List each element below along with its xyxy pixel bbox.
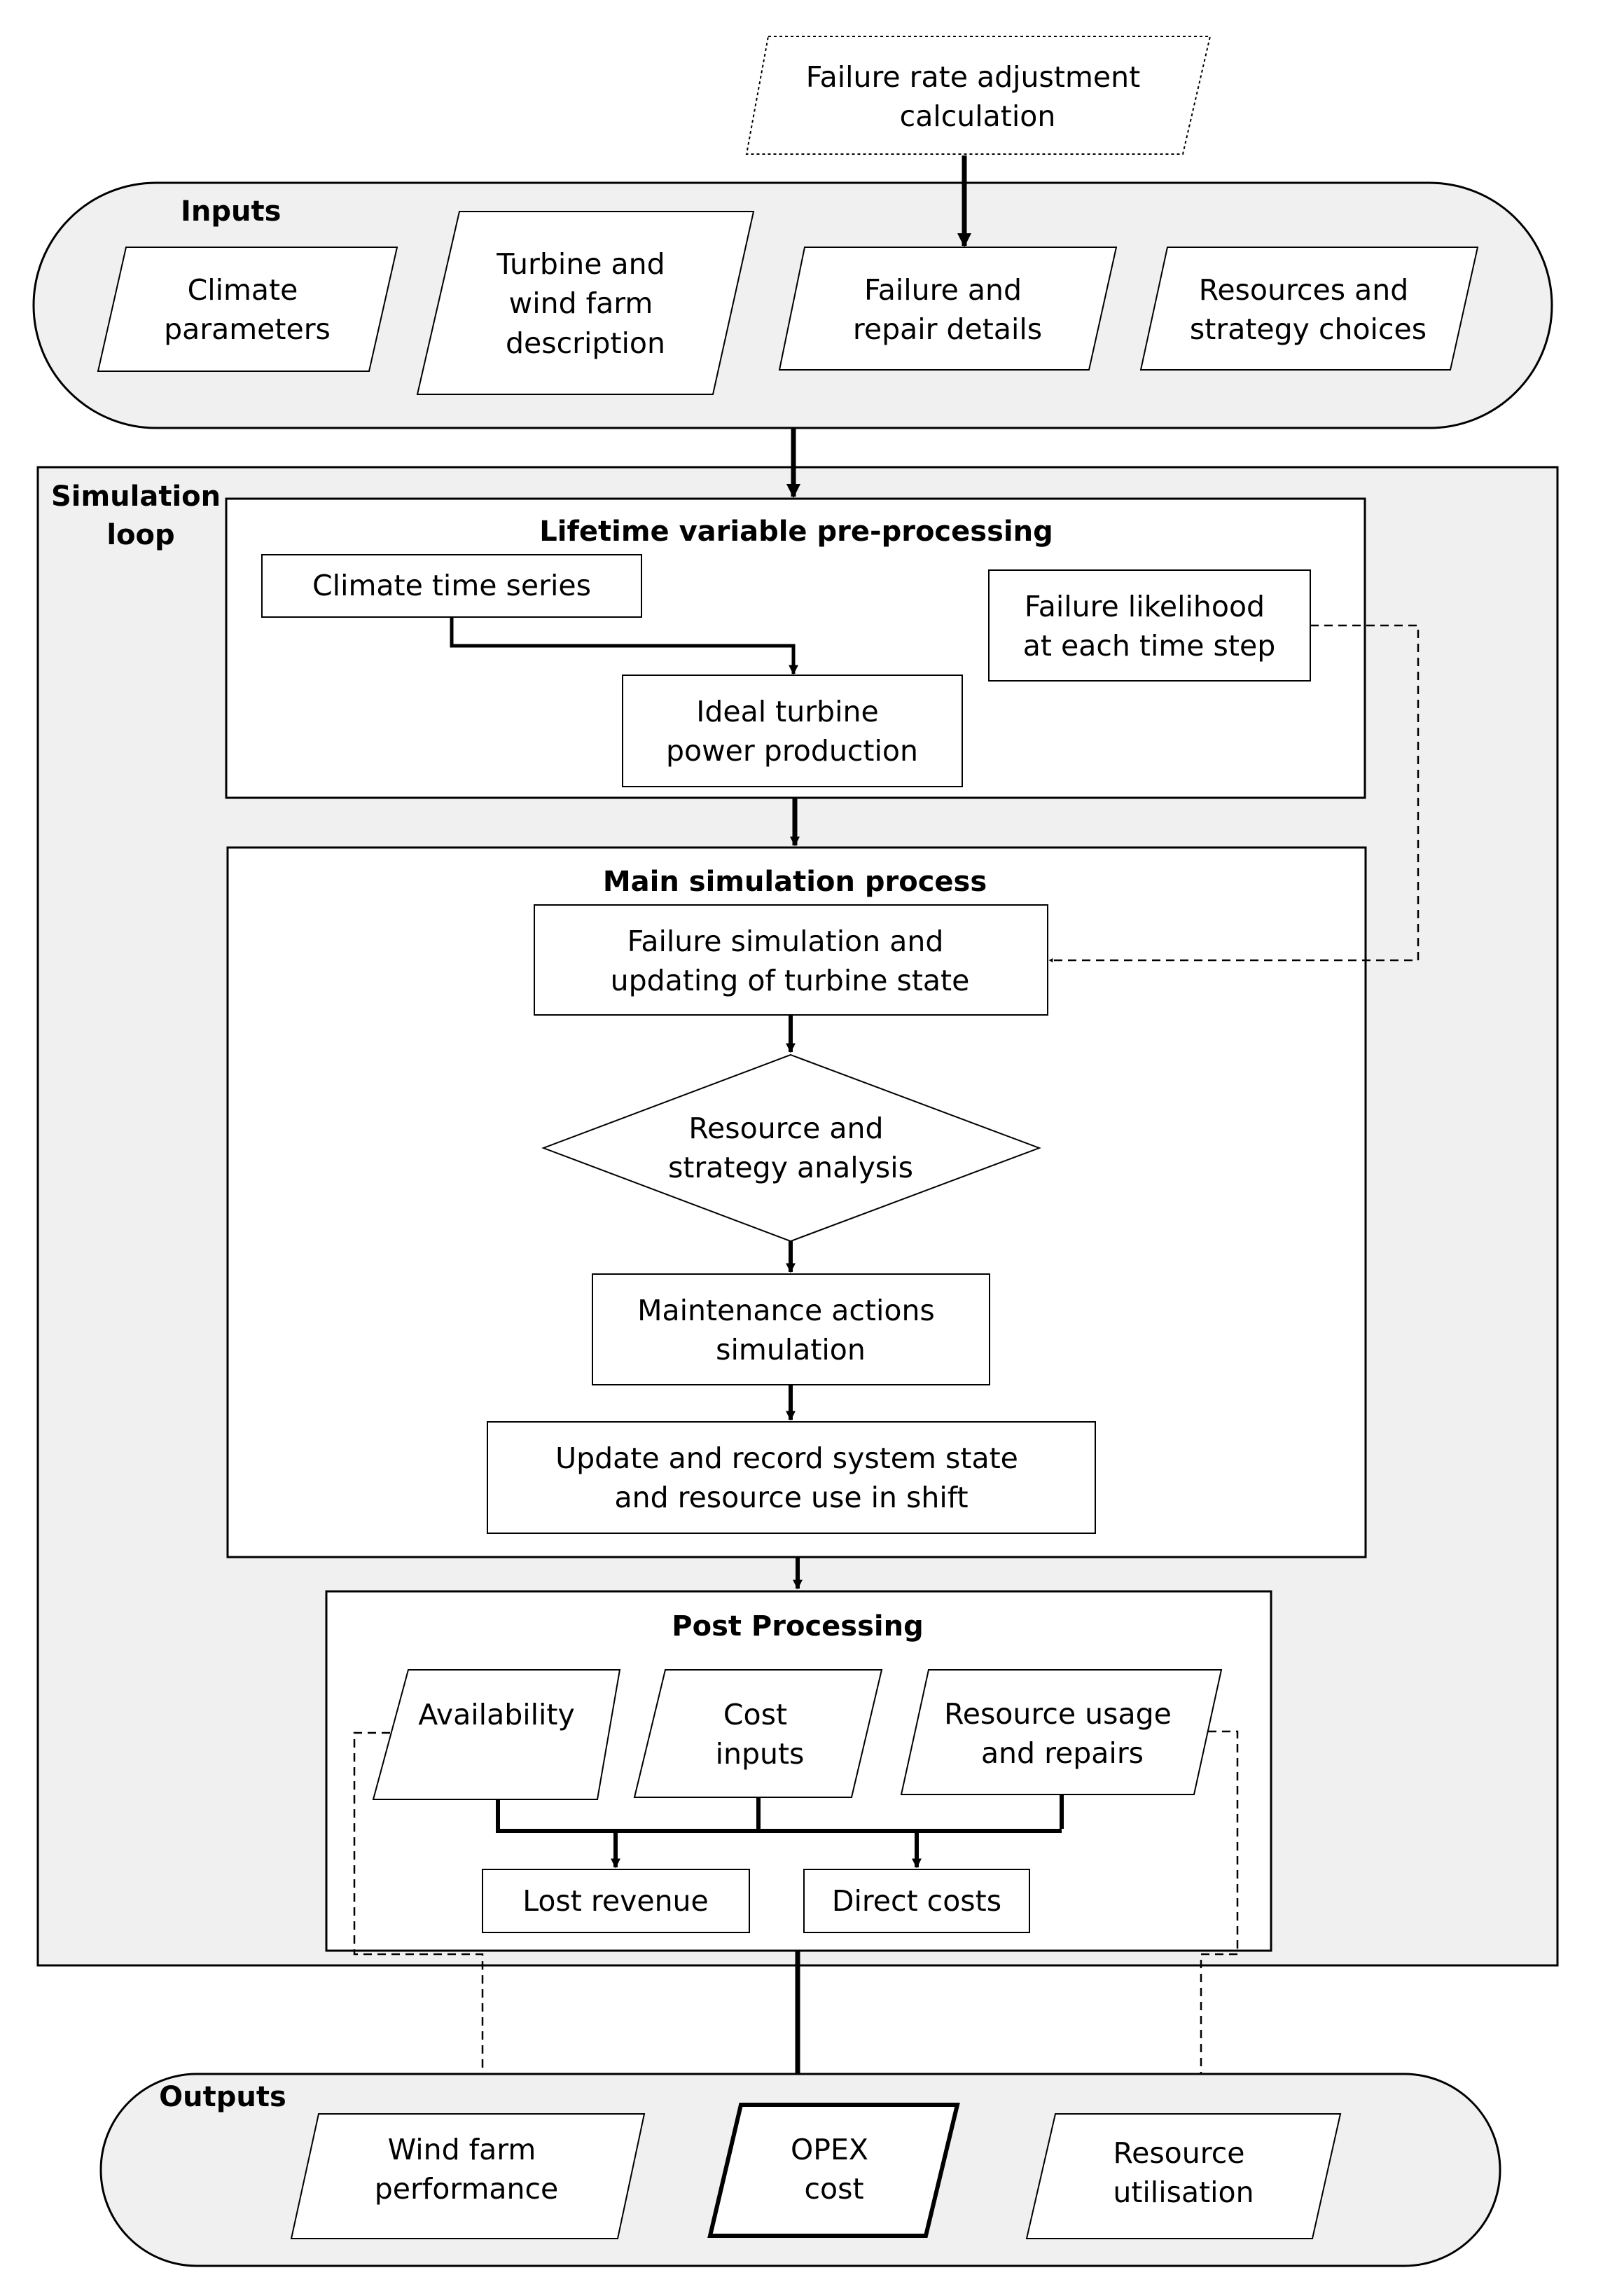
lost-revenue-box (482, 1869, 750, 1933)
failure-simulation-box (534, 904, 1048, 1016)
ideal-power-label: Ideal turbine power production (666, 695, 918, 768)
resource-utilisation-label: Resource utilisation (1113, 2136, 1254, 2209)
turbine-description-shape (416, 211, 755, 395)
cost-inputs-label: Cost inputs (716, 1698, 805, 1771)
resource-utilisation-shape (1025, 2113, 1342, 2239)
opex-cost-label: OPEX cost (791, 2133, 877, 2206)
outputs-title: Outputs (159, 2081, 286, 2113)
maintenance-label: Maintenance actions simulation (637, 1294, 944, 1367)
arrow-climate-to-power (450, 617, 798, 675)
preprocessing-title: Lifetime variable pre-processing (539, 516, 1053, 548)
availability-label: Availability (418, 1698, 574, 1731)
resource-analysis-label: Resource and strategy analysis (668, 1112, 913, 1184)
inputs-title: Inputs (181, 195, 281, 228)
wind-farm-performance-label: Wind farm performance (375, 2133, 559, 2206)
failure-repair-label: Failure and repair details (853, 273, 1042, 346)
failure-likelihood-label: Failure likelihood at each time step (1023, 590, 1276, 663)
climate-time-series-label: Climate time series (312, 569, 591, 602)
availability-shape (372, 1669, 621, 1800)
ideal-power-box (622, 675, 963, 787)
failure-rate-adjustment-shape (745, 36, 1212, 155)
resources-strategy-shape (1139, 247, 1479, 371)
failure-simulation-label: Failure simulation and updating of turbi… (611, 925, 970, 997)
lost-revenue-label: Lost revenue (522, 1884, 709, 1918)
main-simulation-title: Main simulation process (603, 866, 987, 898)
opex-cost-shape (707, 2103, 960, 2238)
update-record-box (487, 1421, 1096, 1534)
arrow-availability-to-wind-farm (353, 1731, 485, 2114)
resources-strategy-label: Resources and strategy choices (1190, 273, 1427, 346)
direct-costs-box (803, 1869, 1030, 1933)
failure-repair-shape (778, 247, 1118, 371)
post-processing-title: Post Processing (672, 1610, 923, 1643)
failure-likelihood-box (988, 569, 1311, 682)
climate-parameters-shape (97, 247, 398, 372)
resource-usage-label: Resource usage and repairs (944, 1697, 1181, 1770)
simulation-loop-title: Simulation loop (51, 480, 230, 551)
maintenance-box (592, 1273, 990, 1385)
resource-usage-shape (900, 1669, 1223, 1795)
arrow-resource-usage-to-utilisation (1199, 1730, 1239, 2114)
direct-costs-label: Direct costs (832, 1884, 1001, 1918)
turbine-description-label: Turbine and wind farm description (496, 247, 674, 360)
update-record-label: Update and record system state and resou… (555, 1441, 1027, 1514)
cost-inputs-shape (633, 1669, 883, 1798)
wind-farm-performance-shape (290, 2113, 646, 2239)
failure-rate-adjustment-label: Failure rate adjustment calculation (806, 60, 1149, 133)
climate-parameters-label: Climate parameters (164, 273, 331, 346)
